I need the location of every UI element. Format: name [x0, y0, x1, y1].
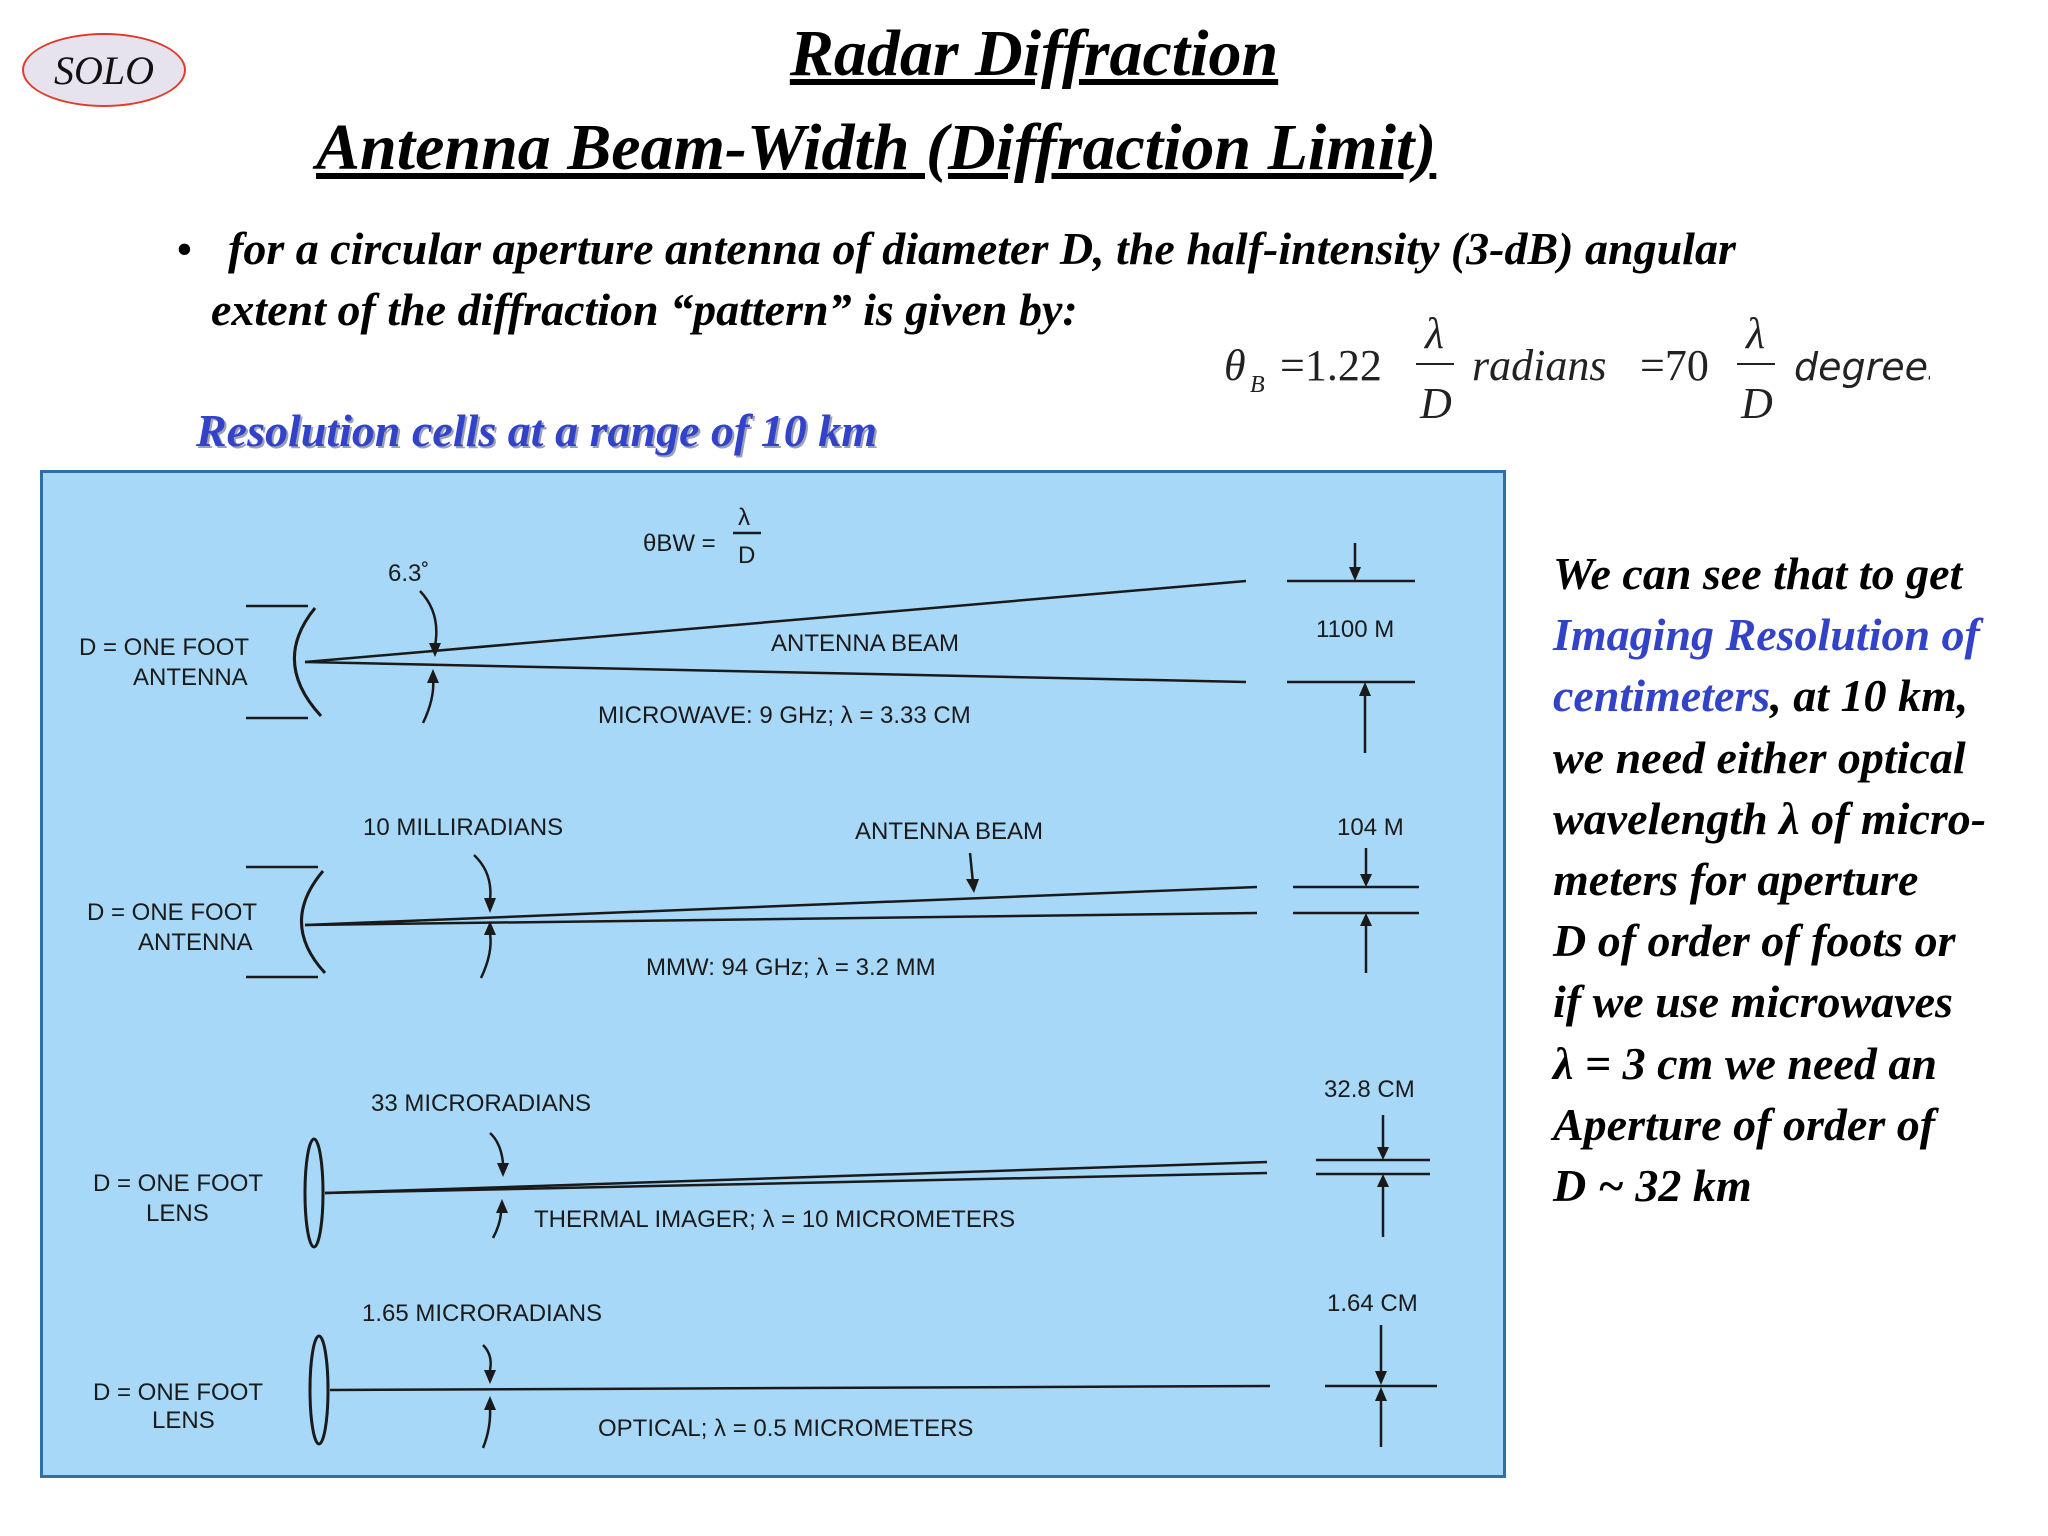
slide-title: Radar Diffraction: [789, 17, 1279, 90]
row2-aperture-label-2: ANTENNA: [138, 929, 253, 956]
resolution-diagram: θBW = λ D D = ONE FOOT ANTENNA 6.3˚ ANTE…: [40, 470, 1506, 1478]
explanation-highlight-1: Imaging Resolution of: [1553, 609, 1980, 661]
formula-subscript: B: [1250, 372, 1265, 398]
formula-radians: radians: [1472, 341, 1606, 390]
row1-aperture-label-2: ANTENNA: [133, 664, 248, 691]
row3-aperture-label-2: LENS: [146, 1200, 209, 1227]
row3-band-label: THERMAL IMAGER; λ = 10 MICROMETERS: [534, 1206, 1015, 1233]
row3-angle-arc-top: [489, 1132, 505, 1164]
row3-lens-icon: [303, 1137, 325, 1249]
beamwidth-formula: θ B =1.22 λ D radians =70 λ D degrees: [1224, 309, 1930, 428]
formula-coefficient-1: =1.22: [1280, 341, 1382, 390]
row2-angle-label: 10 MILLIRADIANS: [363, 814, 563, 841]
row2-aperture-label-1: D = ONE FOOT: [87, 899, 257, 926]
row2-beam-lower: [304, 911, 1258, 927]
explanation-line-2-rest: , at 10 km,: [1770, 670, 1969, 722]
header-theta-bw: θBW =: [643, 530, 716, 557]
formula-d-2: D: [1740, 379, 1773, 428]
row1-angle-label: 6.3˚: [388, 560, 429, 587]
formula-theta: θ: [1224, 341, 1246, 390]
formula-degrees: degrees: [1794, 345, 1930, 389]
explanation-line-3: we need either optical: [1553, 731, 1966, 783]
row4-angle-arrowhead-top: [484, 1370, 496, 1384]
resolution-diagram-svg: θBW = λ D D = ONE FOOT ANTENNA 6.3˚ ANTE…: [79, 504, 1437, 1449]
formula-d-1: D: [1419, 379, 1452, 428]
row4-beam: [329, 1384, 1271, 1392]
row3-cell-arrowhead-top: [1377, 1147, 1389, 1160]
row2-beam-label-arrowhead: [966, 879, 979, 893]
row2-beam-label-leader: [968, 852, 975, 884]
row1-angle-arc-top: [419, 590, 438, 647]
row4-band-label: OPTICAL; λ = 0.5 MICROMETERS: [598, 1415, 973, 1442]
row3-angle-label: 33 MICRORADIANS: [371, 1090, 591, 1117]
explanation-text: We can see that to get Imaging Resolutio…: [1553, 543, 2043, 1216]
row2-angle-arrowhead-bottom: [484, 921, 496, 935]
explanation-line-8: λ = 3 cm we need an: [1553, 1037, 1937, 1089]
row2-beam-upper: [304, 885, 1258, 927]
row2-beam-label: ANTENNA BEAM: [855, 818, 1043, 845]
explanation-line-9: Aperture of order of: [1553, 1098, 1936, 1150]
row4-aperture-label-2: LENS: [152, 1407, 215, 1434]
explanation-line-6: D of order of foots or: [1553, 915, 1956, 967]
row1-cell-label: 1100 M: [1316, 616, 1394, 643]
explanation-line-4: wavelength λ of micro-: [1553, 792, 1987, 844]
row4-angle-label: 1.65 MICRORADIANS: [362, 1300, 602, 1327]
bullet-mark: •: [176, 223, 193, 276]
row1-angle-arrowhead-top: [429, 643, 441, 657]
row2-cell-arrowhead-top: [1360, 874, 1372, 887]
header-d: D: [738, 542, 755, 569]
row3-angle-arrowhead-top: [497, 1163, 509, 1177]
row1-beam-upper: [304, 579, 1247, 664]
row1-cell-arrowhead-top: [1349, 567, 1361, 581]
explanation-line-7: if we use microwaves: [1553, 976, 1953, 1028]
row3-angle-arc-bottom: [491, 1212, 503, 1239]
bullet-line-1: for a circular aperture antenna of diame…: [228, 223, 1736, 274]
row2-angle-arc-top: [473, 854, 492, 901]
solo-badge: SOLO: [22, 33, 186, 107]
formula-lambda-1: λ: [1423, 309, 1444, 358]
row1-band-label: MICROWAVE: 9 GHz; λ = 3.33 CM: [598, 702, 971, 729]
row4-lens-icon: [308, 1334, 330, 1446]
row2-dish-icon: [300, 870, 327, 975]
row1-dish-icon: [293, 607, 323, 718]
row1-beam-label: ANTENNA BEAM: [771, 630, 959, 657]
row2-cell-label: 104 M: [1337, 814, 1404, 841]
bullet-line-2: extent of the diffraction “pattern” is g…: [211, 284, 1078, 335]
formula-lambda-2: λ: [1744, 309, 1765, 358]
row1-angle-arrowhead-bottom: [427, 669, 439, 683]
row1-aperture-label-1: D = ONE FOOT: [79, 634, 249, 661]
row4-angle-arc-top: [482, 1344, 492, 1371]
slide-subtitle: Antenna Beam-Width (Diffraction Limit): [316, 111, 1437, 184]
row2-band-label: MMW: 94 GHz; λ = 3.2 MM: [646, 954, 936, 981]
diagram-caption: Resolution cells at a range of 10 km: [196, 405, 878, 456]
row4-aperture-label-1: D = ONE FOOT: [93, 1379, 263, 1406]
row3-angle-arrowhead-bottom: [496, 1199, 508, 1213]
explanation-line-2: centimeters, at 10 km,: [1553, 665, 2043, 726]
explanation-highlight-2: centimeters: [1553, 670, 1771, 722]
row4-angle-arrowhead-bottom: [484, 1396, 496, 1410]
row1-angle-arc-bottom: [421, 677, 435, 724]
row2-angle-arc-bottom: [479, 932, 492, 979]
row3-cell-label: 32.8 CM: [1324, 1076, 1415, 1103]
explanation-line-5: meters for aperture: [1553, 854, 1919, 906]
row4-cell-label: 1.64 CM: [1327, 1290, 1418, 1317]
explanation-line-10: D ~ 32 km: [1553, 1160, 1752, 1212]
row2-cell-arrowhead-bottom: [1360, 913, 1372, 926]
row4-cell-arrowhead-bottom: [1375, 1387, 1387, 1401]
row1-beam-lower: [304, 660, 1247, 684]
row3-cell-arrowhead-bottom: [1377, 1174, 1389, 1187]
row3-beam-upper: [324, 1160, 1268, 1195]
row3-aperture-label-1: D = ONE FOOT: [93, 1170, 263, 1197]
row4-cell-arrowhead-top: [1375, 1371, 1387, 1385]
row2-angle-arrowhead-top: [484, 898, 496, 913]
explanation-line-1: We can see that to get: [1553, 548, 1963, 599]
formula-coefficient-2: =70: [1640, 341, 1709, 390]
row3-beam-lower: [324, 1171, 1268, 1195]
header-lambda: λ: [738, 504, 750, 531]
row1-cell-arrowhead-bottom: [1359, 682, 1371, 696]
row4-angle-arc-bottom: [481, 1407, 492, 1449]
